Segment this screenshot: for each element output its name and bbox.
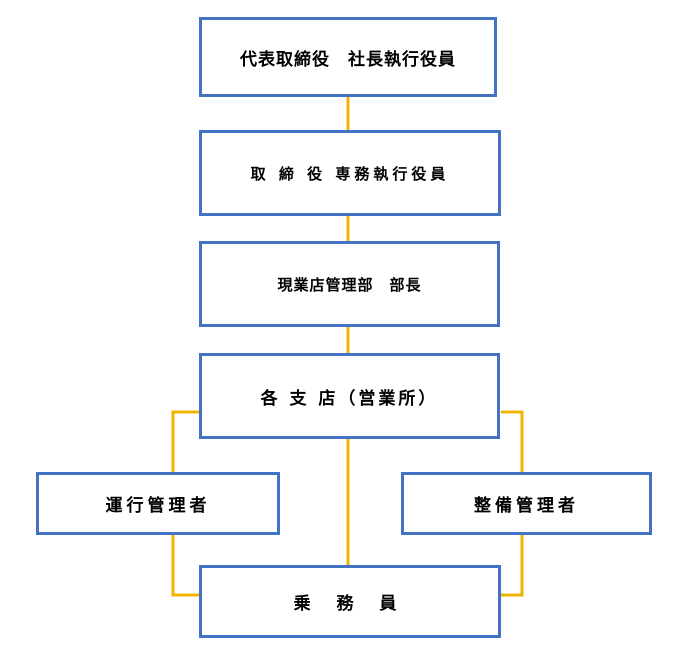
crew-box: 乗 務 員 — [199, 565, 501, 638]
department-head-box: 現業店管理部 部長 — [199, 241, 500, 327]
operations-manager-box: 運行管理者 — [36, 472, 280, 535]
operations-manager-label: 運行管理者 — [105, 496, 211, 516]
director-box: 取 締 役 専務執行役員 — [199, 130, 501, 216]
president-box: 代表取締役 社長執行役員 — [199, 17, 497, 97]
department-head-label: 現業店管理部 部長 — [277, 275, 422, 294]
crew-label: 乗 務 員 — [293, 594, 407, 614]
branch-office-label: 各 支 店（営業所） — [260, 388, 439, 409]
connector-branch-operations — [171, 410, 199, 472]
president-label: 代表取締役 社長執行役員 — [240, 49, 456, 70]
director-label: 取 締 役 専務執行役員 — [250, 164, 450, 183]
maintenance-manager-box: 整備管理者 — [401, 472, 652, 535]
branch-office-box: 各 支 店（営業所） — [199, 353, 500, 439]
connector-operations-crew — [171, 535, 199, 597]
connector-branch-maintenance — [501, 410, 524, 472]
maintenance-manager-label: 整備管理者 — [474, 496, 579, 516]
connector-maintenance-crew — [501, 535, 524, 597]
